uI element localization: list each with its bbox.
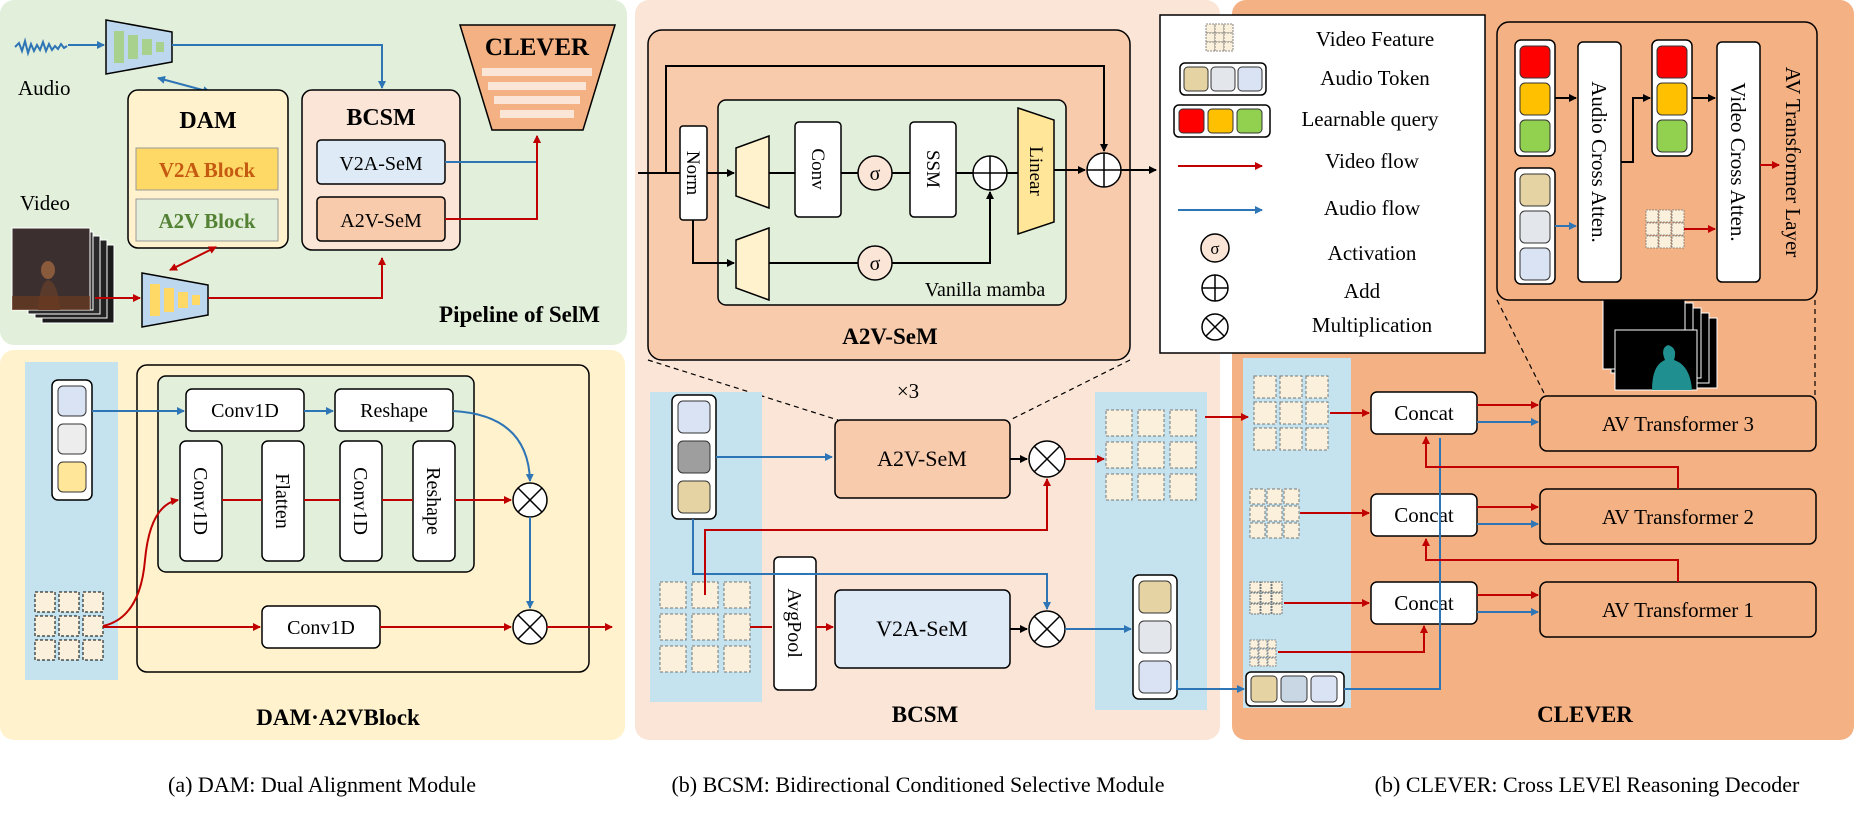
conv-box (794, 121, 842, 218)
bcsm-title: BCSM (346, 105, 415, 131)
legend-add: Add (1344, 279, 1381, 303)
sigma-label: σ (870, 163, 881, 185)
concat-box-2 (1370, 493, 1478, 537)
multiply-icon (512, 609, 548, 645)
conv-label: Conv (807, 148, 828, 190)
concat-label-1: Concat (1394, 591, 1454, 615)
video-feature-grid (1249, 639, 1277, 667)
video-feature-grid (1249, 581, 1283, 615)
v2a-block (135, 147, 279, 191)
caption-b: (b) BCSM: Bidirectional Conditioned Sele… (671, 772, 1164, 797)
av-transformer-1-label: AV Transformer 1 (1602, 598, 1754, 622)
video-feature-grid (659, 581, 751, 673)
ssm-box (909, 121, 957, 218)
dam-reshape-v-label: Reshape (422, 467, 444, 535)
dam-reshape-top-label: Reshape (360, 400, 428, 422)
legend-video-flow: Video flow (1325, 149, 1420, 173)
video-cross-atten-label: Video Cross Atten. (1726, 82, 1750, 241)
video-feature-grid (1253, 375, 1329, 451)
legend-learnable-query: Learnable query (1301, 107, 1439, 131)
concat-box-1 (1370, 581, 1478, 625)
video-cross-atten-box (1716, 41, 1761, 283)
video-feature-grid (1249, 488, 1300, 539)
video-feature-grid (34, 591, 104, 661)
a2v-sem-detail-section: Vanilla mamba Norm Conv σ SSM Linear σ (638, 29, 1157, 421)
a2v-sem-detail-title: A2V-SeM (842, 324, 938, 349)
audio-label: Audio (18, 76, 71, 100)
clever-section: Concat Concat Concat AV Transformer 3 AV… (1176, 21, 1818, 727)
legend-sigma-glyph: σ (1210, 239, 1219, 258)
av-transformer-layer-label: AV Transformer Layer (1781, 67, 1805, 258)
dam-flatten-v-label: Flatten (271, 473, 293, 529)
add-icon (1201, 274, 1229, 302)
dam-conv1d-v1-label: Conv1D (189, 467, 211, 535)
av-transformer-3-label: AV Transformer 3 (1602, 412, 1754, 436)
v2a-sem-label: V2A-SeM (339, 153, 423, 175)
video-label: Video (20, 191, 70, 215)
audio-waveform-icon (14, 37, 68, 57)
legend: Video Feature Audio Token Learnable quer… (1159, 14, 1486, 354)
concat-label-2: Concat (1394, 503, 1454, 527)
mask-output-icon (1602, 298, 1718, 391)
multiply-icon (1028, 440, 1066, 478)
v2a-block-label: V2A Block (159, 158, 256, 182)
a2v-block-label: A2V Block (158, 209, 255, 233)
ssm-label: SSM (922, 150, 943, 188)
bcsm-section: A2V-SeM AvgPool V2A-SeM (650, 392, 1207, 727)
clever-title: CLEVER (485, 34, 590, 61)
linear-box (1017, 106, 1055, 236)
clever-block-title: CLEVER (1537, 702, 1633, 727)
a2v-sem-label: A2V-SeM (340, 210, 422, 232)
pipeline-section: Audio DAM V2A Block A2V Block BCSM V2A-S… (11, 19, 617, 328)
norm-label: Norm (682, 151, 703, 196)
multiply-icon (512, 482, 548, 518)
avgpool-label: AvgPool (783, 588, 805, 658)
legend-activation: Activation (1328, 241, 1417, 265)
dam-block-title: DAM·A2VBlock (256, 705, 420, 730)
concat-label-3: Concat (1394, 401, 1454, 425)
repeat-label: ×3 (897, 379, 919, 403)
dam-conv1d-bottom-label: Conv1D (287, 617, 355, 639)
dam-conv1d-top-label: Conv1D (211, 400, 279, 422)
proj-lower-icon (735, 226, 770, 302)
dam-conv1d-v2-label: Conv1D (349, 467, 371, 535)
av-transformer-3 (1539, 395, 1817, 452)
legend-audio-token: Audio Token (1320, 66, 1430, 90)
multiply-icon (1201, 313, 1229, 341)
bcsm-block-title: BCSM (892, 702, 959, 727)
caption-c: (b) CLEVER: Cross LEVEl Reasoning Decode… (1375, 772, 1800, 797)
linear-label: Linear (1025, 146, 1046, 196)
sigma-label: σ (870, 253, 881, 275)
legend-multiplication: Multiplication (1312, 313, 1433, 337)
audio-cross-atten-label: Audio Cross Atten. (1587, 81, 1611, 243)
caption-a: (a) DAM: Dual Alignment Module (168, 772, 476, 797)
multiply-icon (1028, 610, 1066, 648)
legend-video-feature: Video Feature (1316, 27, 1434, 51)
activation-icon (1200, 233, 1230, 263)
video-feature-grid (1105, 409, 1197, 501)
avgpool-box (773, 556, 817, 691)
dam-title: DAM (179, 108, 236, 134)
bcsm-v2a-sem-label: V2A-SeM (876, 616, 968, 641)
bcsm-a2v-sem-label: A2V-SeM (877, 446, 967, 471)
video-frames-icon (11, 227, 115, 324)
concat-box-3 (1370, 391, 1478, 435)
legend-audio-flow: Audio flow (1324, 196, 1421, 220)
pipeline-title: Pipeline of SelM (439, 302, 600, 327)
a2v-block (135, 198, 279, 242)
vanilla-mamba-label: Vanilla mamba (925, 279, 1046, 301)
dam-reshape-top (334, 388, 454, 432)
dam-a2v-section: Conv1D Reshape Conv1D Flatten Conv1D Res… (25, 362, 613, 730)
proj-upper-icon (735, 134, 770, 210)
add-icon (1086, 152, 1122, 188)
av-transformer-2-label: AV Transformer 2 (1602, 505, 1754, 529)
add-icon (972, 155, 1008, 191)
